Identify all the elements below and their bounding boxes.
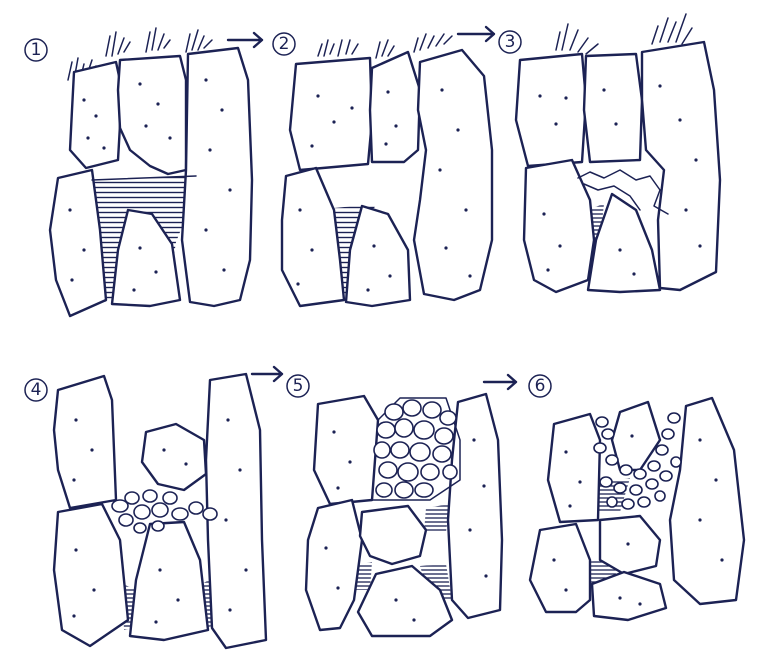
grass-tuft <box>652 14 692 44</box>
panel-1: 1 <box>25 28 262 316</box>
step-number-label: 5 <box>293 376 304 396</box>
rock <box>414 50 492 300</box>
arrow-right-icon <box>252 367 282 381</box>
rock <box>360 506 426 564</box>
step-number-label: 3 <box>505 32 516 52</box>
step-number-label: 6 <box>535 376 546 396</box>
step-number-1: 1 <box>25 39 47 61</box>
grass-tuft <box>318 40 358 56</box>
panel-6: 6 <box>529 375 744 620</box>
step-number-4: 4 <box>25 379 47 401</box>
rock <box>584 54 642 162</box>
rock <box>524 160 594 292</box>
rock <box>118 56 186 174</box>
rock <box>516 54 586 166</box>
rock <box>182 48 252 306</box>
grass-tuft <box>146 28 170 52</box>
rock <box>670 398 744 604</box>
rock <box>54 376 116 508</box>
step-number-3: 3 <box>499 31 521 53</box>
rock <box>592 572 666 620</box>
grass-tuft <box>186 30 212 52</box>
arrow-right-icon <box>228 33 262 47</box>
step-number-label: 2 <box>279 34 290 54</box>
step-number-5: 5 <box>287 375 309 397</box>
arrow-right-icon <box>458 27 494 41</box>
grass-tuft <box>376 40 394 58</box>
rock <box>54 504 128 646</box>
rock <box>130 522 208 640</box>
panel-2: 2 <box>273 27 494 306</box>
step-number-label: 4 <box>31 380 42 400</box>
panel-5: 5 <box>287 375 516 636</box>
rock <box>306 500 362 630</box>
step-number-6: 6 <box>529 375 551 397</box>
rock <box>612 402 660 470</box>
arrow-right-icon <box>484 375 516 389</box>
pebble-fill <box>374 400 457 498</box>
grass-tuft <box>106 32 130 56</box>
step-number-2: 2 <box>273 33 295 55</box>
rock <box>530 524 590 612</box>
step-number-label: 1 <box>31 40 42 60</box>
rock <box>600 516 660 574</box>
grass-tuft <box>414 34 452 52</box>
rock <box>290 58 372 170</box>
panel-3: 3 <box>499 14 720 292</box>
hatched-gap <box>424 504 450 532</box>
rock <box>548 414 600 522</box>
rock <box>314 396 378 504</box>
panel-4: 4 <box>25 367 282 648</box>
rock <box>282 168 344 306</box>
rock <box>142 424 206 490</box>
rock <box>370 52 420 162</box>
grass-tuft <box>556 24 598 54</box>
pebble-band <box>112 490 217 533</box>
